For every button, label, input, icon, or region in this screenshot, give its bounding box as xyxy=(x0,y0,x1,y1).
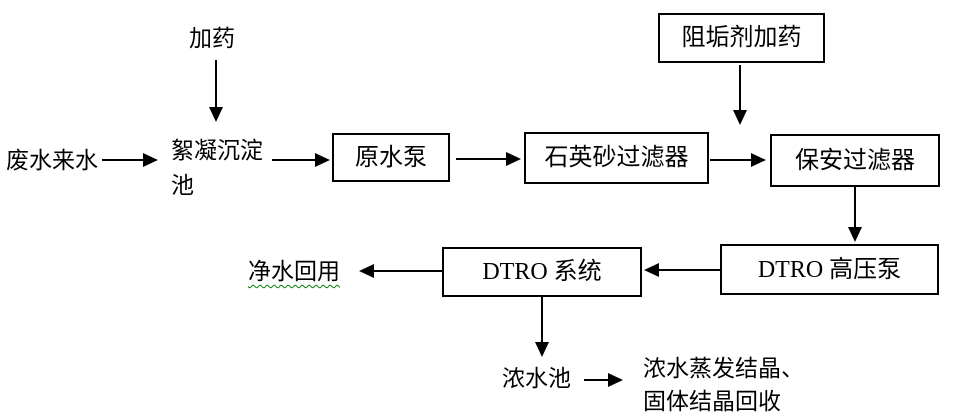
label-influent: 废水来水 xyxy=(6,148,98,173)
arrow-raw-pump-to-sand-filter xyxy=(456,158,506,160)
label-clean-water-reuse: 净水回用 xyxy=(248,259,340,284)
box-sand-filter: 石英砂过滤器 xyxy=(524,132,709,184)
box-guard-filter: 保安过滤器 xyxy=(770,134,940,187)
label-evaporation-line1: 浓水蒸发结晶、 xyxy=(643,356,804,381)
box-dtro-system: DTRO 系统 xyxy=(442,247,642,297)
box-dtro-pump: DTRO 高压泵 xyxy=(720,244,939,295)
arrow-dtro-system-to-clean-water xyxy=(374,270,442,272)
arrow-influent-to-floc-tank xyxy=(102,159,143,161)
label-evaporation-crystallization: 浓水蒸发结晶、 固体结晶回收 xyxy=(643,352,804,417)
arrow-guard-filter-to-dtro-pump xyxy=(854,187,856,227)
box-raw-pump: 原水泵 xyxy=(332,133,450,182)
arrow-dtro-pump-to-dtro-system xyxy=(659,269,720,271)
arrow-antiscalant-to-pipeline xyxy=(739,65,741,110)
arrow-dosing-to-floc-tank xyxy=(215,60,217,107)
arrow-conc-tank-to-evaporation xyxy=(584,379,608,381)
label-floc-tank: 絮凝沉淀池 xyxy=(171,138,263,198)
arrow-floc-tank-to-raw-pump xyxy=(272,159,315,161)
arrow-dtro-system-to-conc-tank xyxy=(541,297,543,342)
label-conc-tank: 浓水池 xyxy=(502,366,571,391)
arrow-sand-filter-to-guard-filter xyxy=(710,159,751,161)
label-dosing: 加药 xyxy=(189,26,235,51)
label-evaporation-line2: 固体结晶回收 xyxy=(643,389,781,414)
box-antiscalant-dosing: 阻垢剂加药 xyxy=(658,13,825,63)
